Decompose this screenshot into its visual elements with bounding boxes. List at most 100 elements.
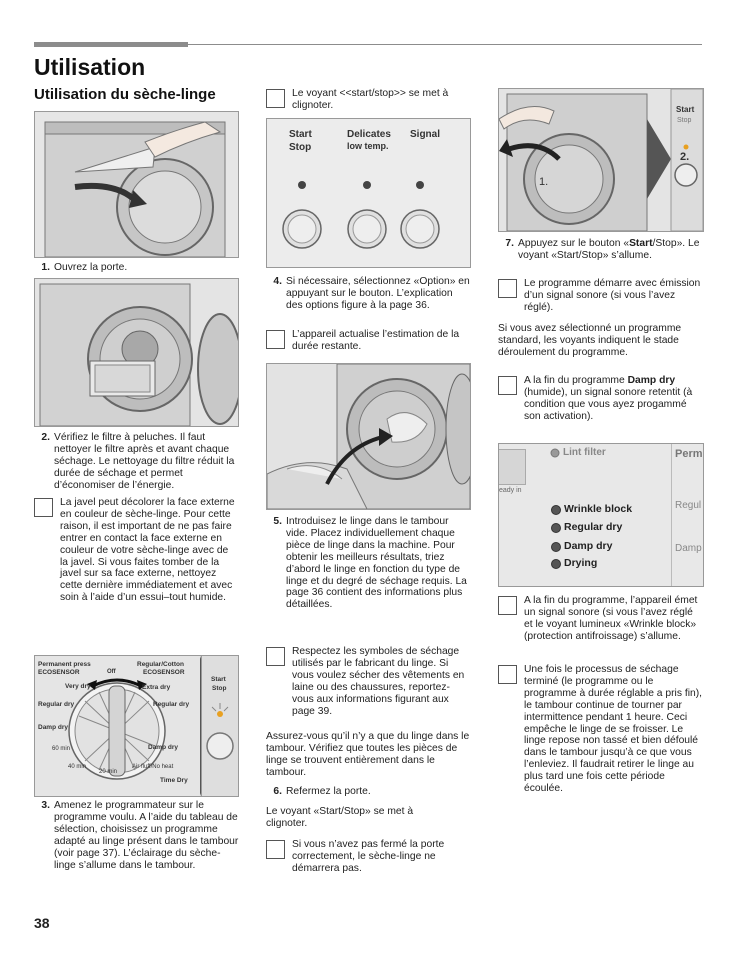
dial-start-label: Start — [211, 676, 226, 683]
note-box — [498, 596, 517, 615]
note-box — [266, 89, 285, 108]
step-text: Introduisez le linge dans le tambour vid… — [286, 516, 467, 611]
note-actualise: L’appareil actualise l’estimation de la … — [266, 329, 471, 353]
dial-ecosensor-left: ECOSENSOR — [38, 669, 80, 676]
panel-delicates-label: Delicates — [347, 129, 391, 140]
status-damp-right: Damp — [675, 543, 702, 554]
note-text: Le programme démarre avec émission d’un … — [524, 278, 701, 313]
page-title: Utilisation — [34, 54, 146, 80]
status-ready-box — [499, 449, 526, 485]
dial-time-dry: Time Dry — [160, 777, 188, 784]
figure-loading-laundry — [266, 363, 471, 510]
step-2: 2. Vérifiez le filtre à peluches. Il fau… — [34, 432, 239, 492]
step-4: 4. Si nécessaire, sélectionnez «Option» … — [266, 276, 471, 312]
note-text: A la fin du programme Damp dry (humide),… — [524, 375, 693, 422]
dial-perm-press: Permanent press — [38, 661, 91, 668]
step-text: Vérifiez le filtre à peluches. Il faut n… — [54, 432, 235, 491]
status-ready-label: eady in — [499, 487, 522, 494]
header-rule-thin — [188, 44, 702, 45]
dial-damp-dry-right: Damp dry — [148, 744, 178, 751]
fig7-step-2: 2. — [680, 151, 690, 163]
note-box — [266, 840, 285, 859]
dial-ecosensor-right: ECOSENSOR — [143, 669, 185, 676]
step-number: 3. — [41, 800, 50, 811]
figure-lint-filter — [34, 278, 239, 427]
step-number: 5. — [273, 516, 282, 527]
page-number: 38 — [34, 915, 50, 931]
dial-60-min: 60 min — [52, 746, 71, 752]
fig7-stop-label: Stop — [677, 117, 692, 124]
note-text: Si vous n’avez pas fermé la porte correc… — [292, 839, 445, 874]
step-text: Ouvrez la porte. — [54, 262, 128, 273]
note-javel: La javel peut décolorer la face externe … — [34, 497, 239, 604]
status-drying: Drying — [564, 557, 598, 569]
panel-lowtemp-label: low temp. — [347, 141, 389, 151]
fig7-start-label: Start — [676, 105, 695, 114]
note-demarre: Le programme démarre avec émission d’un … — [498, 278, 703, 314]
note-box — [34, 498, 53, 517]
status-regular-dry: Regular dry — [564, 521, 623, 533]
status-divider — [671, 444, 672, 586]
panel-stop-label: Stop — [289, 142, 312, 153]
step-number: 2. — [41, 432, 50, 443]
step-text: Appuyez sur le bouton «Start/Stop». Le v… — [518, 238, 700, 261]
figure-close-door-start: Start Stop 2. 1. — [498, 88, 704, 232]
dial-regular-dry-right: Regular dry — [153, 701, 190, 708]
dial-air-fluff: Air fluff/No heat — [132, 764, 174, 770]
status-regul: Regul — [675, 500, 702, 511]
step-5: 5. Introduisez le linge dans le tambour … — [266, 516, 471, 611]
dial-regular-cotton: Regular/Cotton — [137, 661, 184, 668]
step-3: 3. Amenez le programmateur sur le progra… — [34, 800, 239, 871]
step-7: 7. Appuyez sur le bouton «Start/Stop». L… — [498, 238, 703, 262]
note-porte: Si vous n’avez pas fermé la porte correc… — [266, 839, 471, 875]
dial-extra-dry: Extra dry — [142, 684, 171, 691]
step-1: 1. Ouvrez la porte. — [34, 262, 239, 274]
note-fin: A la fin du programme, l’appareil émet u… — [498, 595, 703, 643]
note-box — [498, 279, 517, 298]
status-lint-filter: Lint filter — [563, 447, 606, 458]
step-number: 7. — [505, 238, 514, 249]
status-wrinkle-block: Wrinkle block — [564, 503, 633, 515]
panel-signal-label: Signal — [410, 129, 441, 140]
dial-regular-dry-left: Regular dry — [38, 701, 75, 708]
step-text: Refermez la porte. — [286, 786, 371, 797]
step-number: 4. — [273, 276, 282, 287]
step-text: Si nécessaire, sélectionnez «Option» en … — [286, 276, 470, 311]
figure-open-door — [34, 111, 239, 258]
note-box — [498, 665, 517, 684]
dial-very-dry: Very dry — [65, 683, 91, 690]
dial-damp-dry-left: Damp dry — [38, 724, 68, 731]
step-number: 1. — [41, 262, 50, 273]
dial-stop-label: Stop — [212, 685, 227, 692]
status-perm: Perm — [675, 448, 703, 460]
figure-control-panel: Start Stop Delicates low temp. Signal — [266, 118, 471, 268]
figure-status-display: eady in Perm Regul Damp Lint filter Wrin… — [498, 443, 704, 587]
note-text: Le voyant <<start/stop>> se met à cligno… — [292, 88, 449, 111]
header-rule-thick — [34, 42, 188, 47]
panel-start-label: Start — [289, 129, 312, 140]
note-text: L’appareil actualise l’estimation de la … — [292, 329, 460, 352]
para-voyant-start: Le voyant «Start/Stop» se met à clignote… — [266, 806, 414, 829]
section-title: Utilisation du sèche-linge — [34, 86, 216, 103]
note-box — [498, 376, 517, 395]
step-number: 6. — [273, 786, 282, 797]
note-dampdry: A la fin du programme Damp dry (humide),… — [498, 375, 703, 423]
step-6: 6. Refermez la porte. — [266, 786, 471, 798]
fig7-step-1: 1. — [539, 176, 549, 188]
note-box — [266, 330, 285, 349]
note-text: A la fin du programme, l’appareil émet u… — [524, 595, 698, 642]
para-assurez: Assurez-vous qu’il n’y a que du linge da… — [266, 731, 470, 778]
status-damp-dry: Damp dry — [564, 540, 613, 552]
note-text: Une fois le processus de séchage terminé… — [524, 664, 702, 795]
dial-start-panel: Start Stop — [201, 656, 238, 796]
note-processus: Une fois le processus de séchage terminé… — [498, 664, 703, 795]
note-voyant-clignote: Le voyant <<start/stop>> se met à cligno… — [266, 88, 471, 112]
note-text: La javel peut décolorer la face externe … — [60, 497, 235, 604]
note-box — [266, 647, 285, 666]
step-text: Amenez le programmateur sur le programme… — [54, 800, 239, 871]
figure-program-dial: Permanent press ECOSENSOR Regular/Cotton… — [34, 655, 239, 797]
para-standard: Si vous avez sélectionné un programme st… — [498, 323, 682, 358]
dial-40-min: 40 min — [68, 764, 87, 770]
note-text: Respectez les symboles de séchage utilis… — [292, 646, 465, 717]
dial-20-min: 20 min — [99, 769, 118, 775]
